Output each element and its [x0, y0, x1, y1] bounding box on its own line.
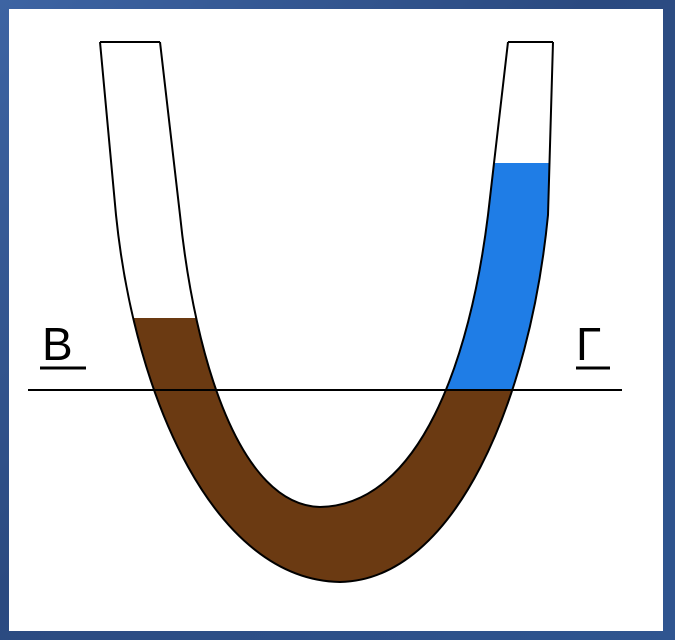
heavy-liquid [100, 318, 553, 582]
tube-outer-wall [99, 41, 554, 584]
label-left: В [42, 318, 73, 370]
label-right: Г [576, 318, 601, 370]
light-liquid [440, 163, 553, 390]
tube-inner-wall [159, 41, 509, 509]
u-tube-diagram: В Г [28, 41, 622, 584]
diagram-canvas: В Г [9, 9, 663, 631]
